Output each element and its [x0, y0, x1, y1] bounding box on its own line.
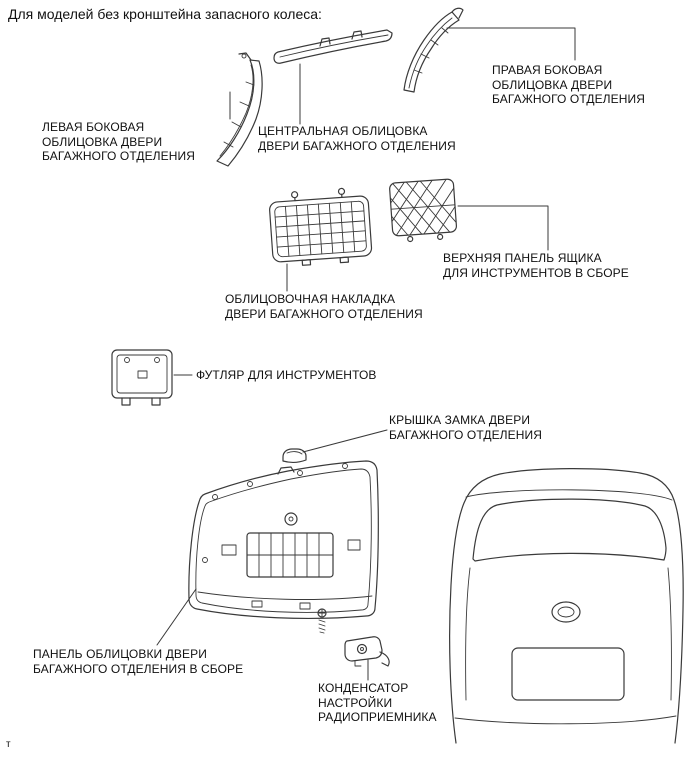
footer-mark: т: [6, 739, 11, 750]
central-trim-drawing: [273, 29, 393, 64]
label-door-trim-panel: ПАНЕЛЬ ОБЛИЦОВКИ ДВЕРИ БАГАЖНОГО ОТДЕЛЕН…: [33, 647, 244, 676]
label-trim-plate: ОБЛИЦОВОЧНАЯ НАКЛАДКА ДВЕРИ БАГАЖНОГО ОТ…: [225, 292, 423, 321]
label-toolbox-upper-panel: ВЕРХНЯЯ ПАНЕЛЬ ЯЩИКА ДЛЯ ИНСТРУМЕНТОВ В …: [443, 251, 629, 280]
label-lock-cover: КРЫШКА ЗАМКА ДВЕРИ БАГАЖНОГО ОТДЕЛЕНИЯ: [389, 413, 543, 442]
door-trim-panel-drawing: [188, 460, 379, 619]
right-side-trim-drawing: [403, 7, 464, 93]
label-tool-case: ФУТЛЯР ДЛЯ ИНСТРУМЕНТОВ: [196, 368, 377, 382]
tool-case-drawing: [111, 349, 173, 406]
label-left-side-trim: ЛЕВАЯ БОКОВАЯ ОБЛИЦОВКА ДВЕРИ БАГАЖНОГО …: [42, 120, 196, 163]
page-title: Для моделей без кронштейна запасного кол…: [8, 6, 322, 22]
label-central-trim: ЦЕНТРАЛЬНАЯ ОБЛИЦОВКА ДВЕРИ БАГАЖНОГО ОТ…: [258, 124, 456, 153]
vehicle-rear-drawing: [449, 468, 684, 744]
label-right-side-trim: ПРАВАЯ БОКОВАЯ ОБЛИЦОВКА ДВЕРИ БАГАЖНОГО…: [492, 63, 646, 106]
left-side-trim-drawing: [216, 52, 263, 167]
label-radio-condenser: КОНДЕНСАТОР НАСТРОЙКИ РАДИОПРИЕМНИКА: [318, 681, 437, 724]
radio-condenser-drawing: [317, 608, 390, 667]
toolbox-upper-panel-drawing: [389, 178, 458, 243]
trim-plate-drawing: [269, 187, 373, 266]
leader-lines: [156, 27, 576, 681]
lock-cover-drawing: [282, 448, 307, 463]
